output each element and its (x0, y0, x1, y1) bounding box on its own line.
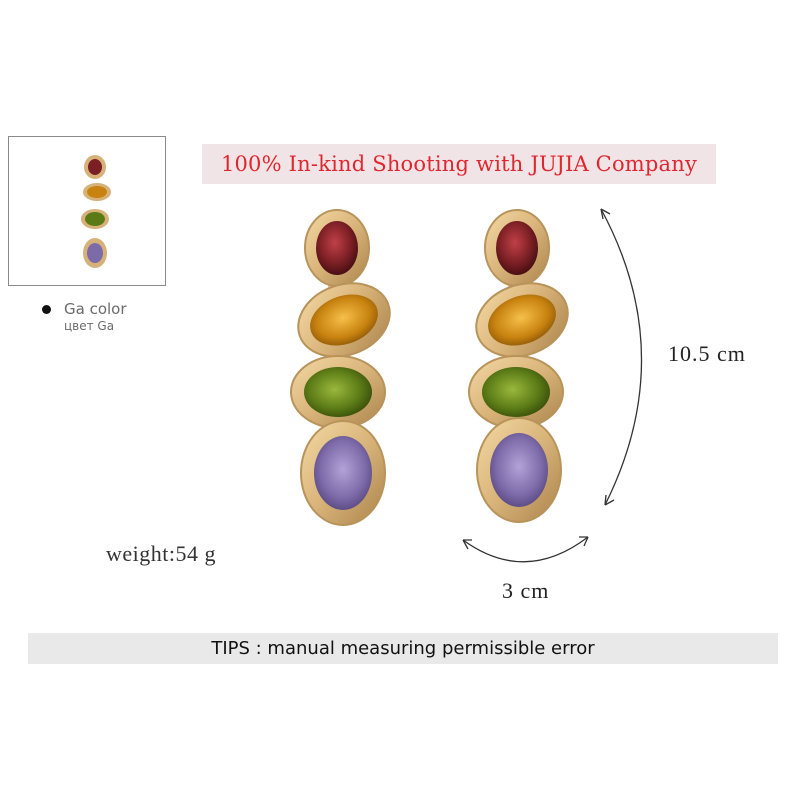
earring-left (290, 209, 391, 526)
tips-text: TIPS : manual measuring permissible erro… (211, 638, 595, 659)
variant-label: Ga color (64, 300, 127, 318)
banner-text: 100% In-kind Shooting with JUJIA Company (220, 152, 698, 176)
earring-thumbnail-image (81, 155, 111, 268)
width-dimension-arrow (462, 536, 589, 563)
height-dimension-arrow (600, 208, 643, 506)
weight-label: weight:54 g (106, 541, 216, 566)
shooting-banner: 100% In-kind Shooting with JUJIA Company (202, 144, 716, 184)
tips-bar: TIPS : manual measuring permissible erro… (28, 633, 778, 664)
width-label: 3 cm (502, 578, 550, 603)
selected-dot-icon (42, 305, 51, 314)
height-label: 10.5 cm (668, 341, 746, 366)
variant-sublabel: цвет Ga (64, 319, 115, 333)
variant-thumbnail[interactable] (8, 136, 166, 286)
earring-right (468, 209, 569, 523)
